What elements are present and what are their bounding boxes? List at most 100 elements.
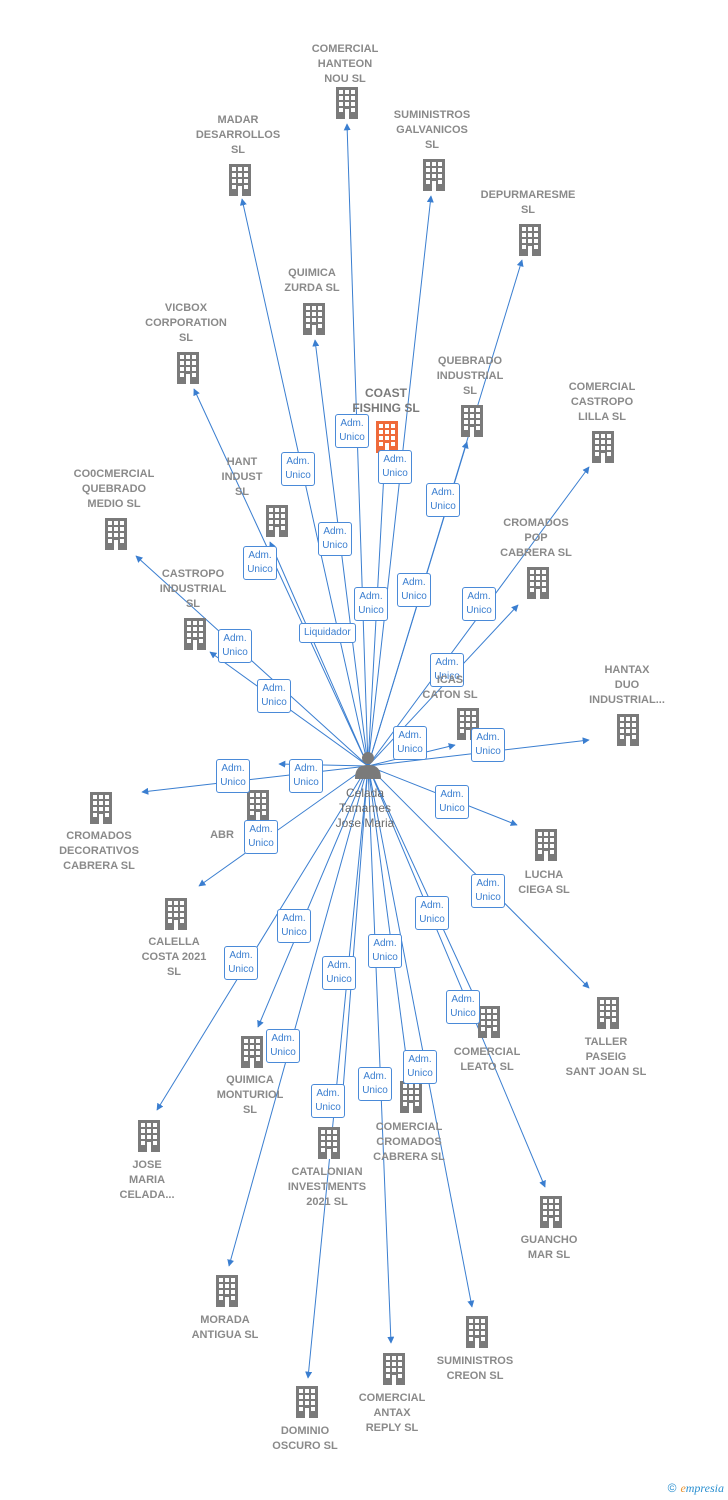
- role-badge-jose-maria-celada[interactable]: Adm. Unico: [224, 946, 258, 980]
- role-badge-quebrado-industrial[interactable]: Adm. Unico: [397, 573, 431, 607]
- building-icon-guancho-mar[interactable]: [540, 1196, 562, 1228]
- footer: ©empresia: [668, 1481, 724, 1496]
- building-icon-vicbox-corporation[interactable]: [177, 352, 199, 384]
- role-badge-comercial-hanteon-nou[interactable]: Adm. Unico: [335, 414, 369, 448]
- company-label-calella-costa-2021[interactable]: CALELLA COSTA 2021 SL: [141, 936, 207, 978]
- company-label-depurmaresme[interactable]: DEPURMARESME SL: [480, 189, 576, 216]
- building-icon-depurmaresme[interactable]: [519, 224, 541, 256]
- role-badge-hantax-industrial[interactable]: Liquidador: [299, 623, 356, 643]
- company-label-suministros-galvanicos[interactable]: SUMINISTROS GALVANICOS SL: [393, 109, 471, 151]
- building-icon-comercial-quebrado-medio[interactable]: [105, 518, 127, 550]
- role-badge-comercial-quebrado-medio[interactable]: Adm. Unico: [218, 629, 252, 663]
- edge-comercial-cromados-cabrera: [367, 765, 411, 1072]
- company-label-coast-fishing[interactable]: COAST FISHING SL: [352, 386, 420, 415]
- company-label-lucha-ciega[interactable]: LUCHA CIEGA SL: [518, 869, 570, 896]
- company-label-quimicas-caton[interactable]: ICAS CATON SL: [422, 674, 478, 701]
- company-label-taller-paseig-sant-joan[interactable]: TALLER PASEIG SANT JOAN SL: [565, 1036, 647, 1078]
- role-badge-comercial-antax-reply[interactable]: Adm. Unico: [358, 1067, 392, 1101]
- edge-dominio-oscuro: [305, 765, 369, 1379]
- role-badge-guancho-mar[interactable]: Adm. Unico: [446, 990, 480, 1024]
- person-icon: [355, 765, 381, 779]
- company-label-quimica-monturiol[interactable]: QUIMICA MONTURIOL SL: [216, 1074, 284, 1116]
- building-icon-coast-fishing[interactable]: [376, 421, 398, 453]
- building-icon-comercial-antax-reply[interactable]: [383, 1353, 405, 1385]
- building-icon-hantax-duo-industrial[interactable]: [617, 714, 639, 746]
- building-icon-lucha-ciega[interactable]: [535, 829, 557, 861]
- company-label-castropo-industrial[interactable]: CASTROPO INDUSTRIAL SL: [159, 568, 227, 610]
- building-icon-comercial-hanteon-nou[interactable]: [336, 87, 358, 119]
- building-icon-suministros-creon[interactable]: [466, 1316, 488, 1348]
- building-icon-quebrado-industrial[interactable]: [461, 405, 483, 437]
- role-badge-quimica-zurda[interactable]: Adm. Unico: [318, 522, 352, 556]
- company-label-suministros-creon[interactable]: SUMINISTROS CREON SL: [436, 1355, 514, 1382]
- company-label-hantax-duo-industrial[interactable]: HANTAX DUO INDUSTRIAL...: [589, 664, 665, 706]
- role-badge-coast-fishing[interactable]: Adm. Unico: [354, 587, 388, 621]
- building-icon-taller-paseig-sant-joan[interactable]: [597, 997, 619, 1029]
- role-badge-lucha-ciega[interactable]: Adm. Unico: [435, 785, 469, 819]
- role-badge-morada-antigua[interactable]: Adm. Unico: [266, 1029, 300, 1063]
- role-badge-calella-costa-2021[interactable]: Adm. Unico: [244, 820, 278, 854]
- role-badge-castropo-industrial[interactable]: Adm. Unico: [257, 679, 291, 713]
- company-label-jose-maria-celada[interactable]: JOSE MARIA CELADA...: [119, 1159, 175, 1201]
- building-icon-madar-desarrollos[interactable]: [229, 164, 251, 196]
- building-icon-cromados-pop-cabrera[interactable]: [527, 567, 549, 599]
- role-badge-dominio-oscuro[interactable]: Adm. Unico: [311, 1084, 345, 1118]
- building-icon-quimica-monturiol[interactable]: [241, 1036, 263, 1068]
- building-icon-suministros-galvanicos[interactable]: [423, 159, 445, 191]
- building-icon-abr[interactable]: [247, 790, 269, 822]
- role-badge-comercial-castropo-lilla[interactable]: Adm. Unico: [462, 587, 496, 621]
- company-label-guancho-mar[interactable]: GUANCHO MAR SL: [520, 1234, 578, 1261]
- company-label-cromados-decorativos-cabrera[interactable]: CROMADOS DECORATIVOS CABRERA SL: [59, 830, 139, 872]
- brand-logo-text[interactable]: mpresia: [685, 1481, 724, 1495]
- role-badge-hantax-duo-industrial[interactable]: Adm. Unico: [471, 728, 505, 762]
- company-label-morada-antigua[interactable]: MORADA ANTIGUA SL: [191, 1314, 259, 1341]
- company-label-hantax-industrial[interactable]: HANT INDUST SL: [221, 456, 263, 498]
- building-icon-comercial-cromados-cabrera[interactable]: [400, 1081, 422, 1113]
- role-badge-depurmaresme[interactable]: Adm. Unico: [426, 483, 460, 517]
- company-label-dominio-oscuro[interactable]: DOMINIO OSCURO SL: [272, 1425, 338, 1452]
- role-badge-cromados-decorativos-cabrera[interactable]: Adm. Unico: [216, 759, 250, 793]
- edge-comercial-antax-reply: [367, 765, 395, 1344]
- building-icon-catalonian-investments-2021[interactable]: [318, 1127, 340, 1159]
- company-label-comercial-castropo-lilla[interactable]: COMERCIAL CASTROPO LILLA SL: [568, 381, 636, 423]
- building-icon-calella-costa-2021[interactable]: [165, 898, 187, 930]
- role-badge-comercial-leato[interactable]: Adm. Unico: [415, 896, 449, 930]
- company-label-quebrado-industrial[interactable]: QUEBRADO INDUSTRIAL SL: [436, 355, 504, 397]
- company-label-comercial-quebrado-medio[interactable]: CO0CMERCIAL QUEBRADO MEDIO SL: [73, 468, 155, 510]
- copyright-symbol: ©: [667, 1481, 677, 1495]
- company-label-comercial-leato[interactable]: COMERCIAL LEATO SL: [453, 1046, 521, 1073]
- person-node[interactable]: [355, 752, 381, 779]
- person-name[interactable]: Celada Tamames Jose Maria: [335, 786, 395, 830]
- building-icon-dominio-oscuro[interactable]: [296, 1386, 318, 1418]
- role-badge-taller-paseig-sant-joan[interactable]: Adm. Unico: [471, 874, 505, 908]
- company-label-cromados-pop-cabrera[interactable]: CROMADOS POP CABRERA SL: [500, 517, 572, 559]
- building-icon-quimica-zurda[interactable]: [303, 303, 325, 335]
- company-label-comercial-hanteon-nou[interactable]: COMERCIAL HANTEON NOU SL: [311, 43, 379, 85]
- role-badge-quimicas-caton[interactable]: Adm. Unico: [393, 726, 427, 760]
- building-icon-comercial-castropo-lilla[interactable]: [592, 431, 614, 463]
- role-badge-quimica-monturiol[interactable]: Adm. Unico: [277, 909, 311, 943]
- role-badge-catalonian-investments-2021[interactable]: Adm. Unico: [322, 956, 356, 990]
- building-icon-morada-antigua[interactable]: [216, 1275, 238, 1307]
- company-label-quimica-zurda[interactable]: QUIMICA ZURDA SL: [284, 267, 340, 294]
- building-icon-jose-maria-celada[interactable]: [138, 1120, 160, 1152]
- building-icon-comercial-leato[interactable]: [478, 1006, 500, 1038]
- role-badge-vicbox-corporation[interactable]: Adm. Unico: [243, 546, 277, 580]
- role-badge-suministros-creon[interactable]: Adm. Unico: [403, 1050, 437, 1084]
- role-badge-madar-desarrollos[interactable]: Adm. Unico: [281, 452, 315, 486]
- building-icon-cromados-decorativos-cabrera[interactable]: [90, 792, 112, 824]
- role-badge-cromados-pop-cabrera[interactable]: Adm. Unico: [430, 653, 464, 687]
- role-badge-abr[interactable]: Adm. Unico: [289, 759, 323, 793]
- building-icon-castropo-industrial[interactable]: [184, 618, 206, 650]
- company-label-comercial-antax-reply[interactable]: COMERCIAL ANTAX REPLY SL: [358, 1392, 426, 1434]
- company-label-abr[interactable]: ABR: [210, 829, 234, 841]
- role-badge-comercial-cromados-cabrera[interactable]: Adm. Unico: [368, 934, 402, 968]
- company-label-comercial-cromados-cabrera[interactable]: COMERCIAL CROMADOS CABRERA SL: [373, 1121, 445, 1163]
- building-icon-hantax-industrial[interactable]: [266, 505, 288, 537]
- brand-logo-e[interactable]: e: [680, 1481, 686, 1495]
- company-label-vicbox-corporation[interactable]: VICBOX CORPORATION SL: [145, 302, 227, 344]
- company-label-catalonian-investments-2021[interactable]: CATALONIAN INVESTMENTS 2021 SL: [287, 1166, 367, 1208]
- company-label-madar-desarrollos[interactable]: MADAR DESARROLLOS SL: [195, 114, 281, 156]
- role-badge-suministros-galvanicos[interactable]: Adm. Unico: [378, 450, 412, 484]
